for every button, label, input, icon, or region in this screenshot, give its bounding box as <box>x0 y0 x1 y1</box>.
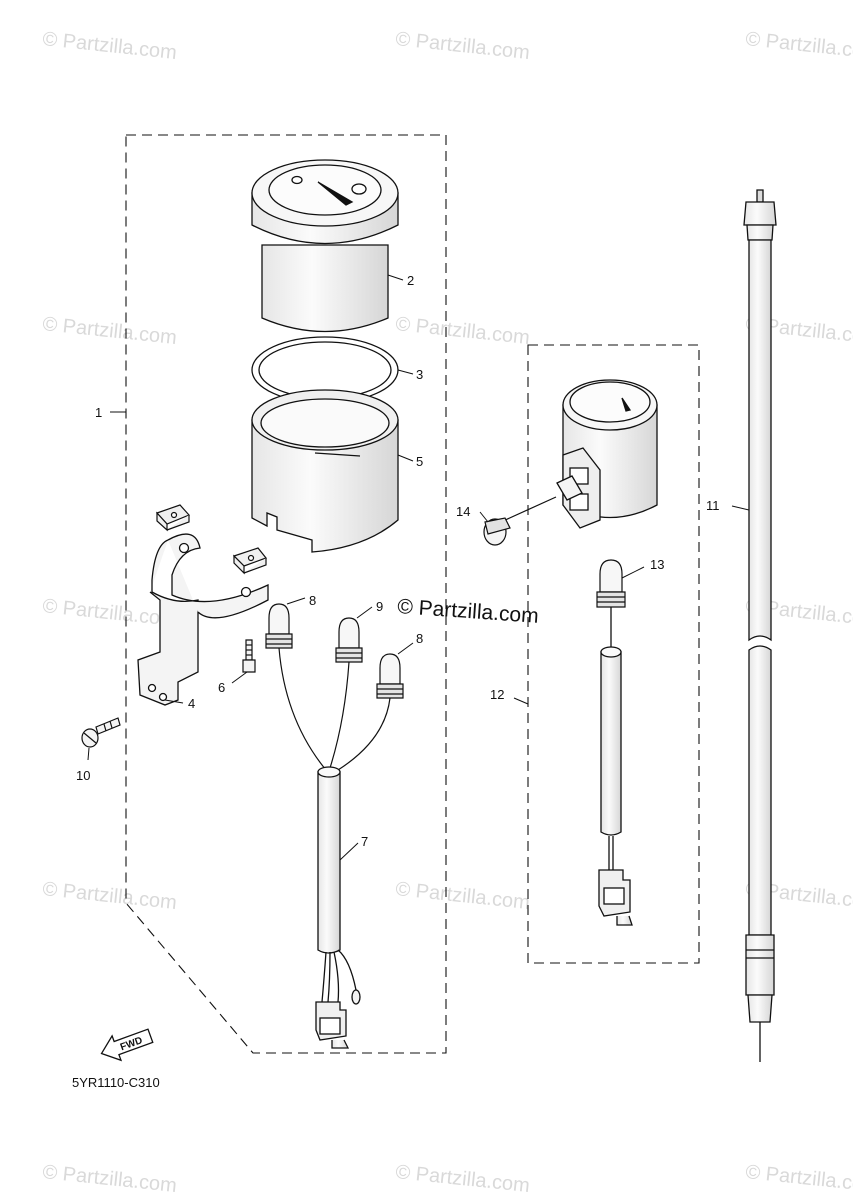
callout-11: 11 <box>706 498 720 513</box>
bracket-icon <box>137 533 269 706</box>
watermark: © Partzilla.com <box>394 28 530 64</box>
nut-icon <box>232 547 267 575</box>
meter-case-icon <box>251 389 399 553</box>
speedometer-head-icon <box>251 159 399 333</box>
indicator-bulb-icon <box>483 496 557 546</box>
callout-6: 6 <box>218 680 225 695</box>
bulb-icon <box>265 603 293 649</box>
screw-icon <box>242 639 256 673</box>
center-watermark: © Partzilla.com <box>397 595 540 628</box>
bolt-icon <box>81 717 121 748</box>
callout-3: 3 <box>416 367 423 382</box>
callout-4: 4 <box>188 696 195 711</box>
wire-harness-icon <box>315 766 361 1049</box>
callout-8b: 8 <box>416 631 423 646</box>
callout-2: 2 <box>407 273 414 288</box>
watermark: © Partzilla.com <box>41 878 177 914</box>
tachometer-head-icon <box>556 379 658 529</box>
watermark: © Partzilla.com <box>41 595 177 631</box>
wire-harness-icon <box>598 607 633 926</box>
watermark: © Partzilla.com <box>394 1161 530 1197</box>
callout-5: 5 <box>416 454 423 469</box>
watermark: © Partzilla.com <box>41 28 177 64</box>
fwd-arrow-icon: FWD <box>100 1028 154 1062</box>
callout-13: 13 <box>650 557 664 572</box>
bulb-icon <box>596 559 626 608</box>
watermark: © Partzilla.com <box>41 313 177 349</box>
callout-numbers: 1 2 3 4 5 6 7 8 9 8 10 11 12 13 14 <box>76 273 720 849</box>
wire-icon <box>278 647 391 771</box>
assembly-12-outline <box>527 344 700 964</box>
diagram-code: 5YR1110-C310 <box>72 1075 160 1090</box>
callout-9: 9 <box>376 599 383 614</box>
callout-1: 1 <box>95 405 102 420</box>
bulb-icon <box>335 617 363 663</box>
callout-12: 12 <box>490 687 504 702</box>
callout-7: 7 <box>361 834 368 849</box>
watermark: © Partzilla.com <box>41 1161 177 1197</box>
watermark: © Partzilla.com <box>394 878 530 914</box>
callout-14: 14 <box>456 504 470 519</box>
bulb-icon <box>376 653 404 699</box>
watermark: © Partzilla.com <box>744 28 853 64</box>
watermark: © Partzilla.com <box>744 1161 853 1197</box>
leader-lines <box>87 274 750 861</box>
meter-cable-icon <box>743 189 777 1062</box>
assembly-1-outline <box>125 134 447 1054</box>
callout-8a: 8 <box>309 593 316 608</box>
callout-10: 10 <box>76 768 90 783</box>
watermark: © Partzilla.com <box>394 313 530 349</box>
nut-icon <box>155 504 191 532</box>
